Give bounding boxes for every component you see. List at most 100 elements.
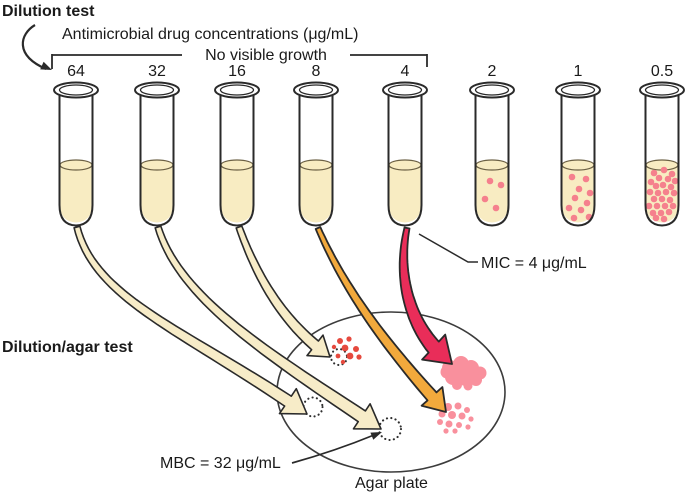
bacterial-growth-dot xyxy=(666,196,674,204)
bacterial-growth-dot xyxy=(649,209,657,217)
bacterial-growth-dot xyxy=(645,202,653,210)
liquid-surface xyxy=(220,159,254,171)
broth-liquid xyxy=(476,165,508,223)
tube-concentration-label: 16 xyxy=(228,63,246,80)
concentration-axis-label: Antimicrobial drug concentrations (μg/mL… xyxy=(62,26,358,43)
bacterial-growth-dot xyxy=(670,189,678,197)
colony-16 xyxy=(335,353,341,359)
colony-8 xyxy=(458,412,466,420)
bacterial-growth-dot xyxy=(668,170,676,178)
tube-body xyxy=(58,94,94,227)
bacterial-growth-dot xyxy=(659,181,667,189)
bacterial-growth-dot xyxy=(492,204,500,212)
tube-opening xyxy=(387,84,423,96)
agar-plate-label: Agar plate xyxy=(355,475,428,492)
bacterial-growth-dot xyxy=(570,214,578,222)
bacterial-growth-dot xyxy=(646,188,654,196)
confluent-growth-4 xyxy=(440,365,454,379)
colony-16 xyxy=(353,346,359,352)
tube-concentration-label: 8 xyxy=(312,63,321,80)
colony-16 xyxy=(337,338,343,344)
colony-8 xyxy=(445,420,453,428)
liquid-surface xyxy=(561,159,595,171)
tube-body xyxy=(644,94,680,227)
test-tube-8: 8 xyxy=(293,63,339,227)
liquid-surface xyxy=(59,159,93,171)
mic-label: MIC = 4 μg/mL xyxy=(481,255,587,272)
broth-liquid xyxy=(300,165,332,223)
bacterial-growth-dot xyxy=(654,189,662,197)
bacterial-growth-dot xyxy=(657,209,665,217)
bacterial-growth-dot xyxy=(583,199,591,207)
tube-opening xyxy=(560,84,596,96)
bacterial-growth-dot xyxy=(664,175,672,183)
colony-8 xyxy=(448,411,456,419)
test-tube-2: 2 xyxy=(469,63,515,227)
bacterial-growth-dot xyxy=(571,194,579,202)
liquid-surface xyxy=(475,159,509,171)
tube-concentration-label: 2 xyxy=(488,63,497,80)
colony-8 xyxy=(437,419,443,425)
tube-opening xyxy=(644,84,680,96)
tube-concentration-label: 0.5 xyxy=(651,63,673,80)
test-tube-0.5: 0.5 xyxy=(639,63,685,227)
broth-liquid xyxy=(221,165,253,223)
bacterial-growth-dot xyxy=(652,182,660,190)
mbc-label: MBC = 32 μg/mL xyxy=(160,455,281,472)
dilution-agar-test-label: Dilution/agar test xyxy=(2,339,133,356)
bacterial-growth-dot xyxy=(662,188,670,196)
bacterial-growth-dot xyxy=(575,185,583,193)
diagram-title: Dilution test xyxy=(2,3,95,20)
tube-concentration-label: 1 xyxy=(574,63,583,80)
colony-8 xyxy=(456,422,462,428)
tube-body xyxy=(219,94,255,227)
tube-opening xyxy=(474,84,510,96)
test-tube-64: 64 xyxy=(53,63,99,227)
bacterial-growth-dot xyxy=(568,173,576,181)
tube-opening xyxy=(58,84,94,96)
bacterial-growth-dot xyxy=(565,204,573,212)
broth-liquid xyxy=(141,165,173,223)
broth-liquid xyxy=(389,165,421,223)
colony-8 xyxy=(443,428,449,434)
colony-8 xyxy=(465,424,471,430)
mbc-callout: MBC = 32 μg/mL xyxy=(160,432,382,472)
liquid-surface xyxy=(299,159,333,171)
test-tube-4: 4 xyxy=(382,63,428,227)
tube-body xyxy=(139,94,175,227)
tube-body xyxy=(474,94,510,227)
transfer-arrow-32 xyxy=(154,225,382,430)
bacterial-growth-dot xyxy=(652,214,660,222)
colony-16 xyxy=(356,354,362,360)
bacterial-growth-dot xyxy=(497,181,505,189)
mic-leader-line xyxy=(418,233,478,263)
tube-concentration-label: 4 xyxy=(401,63,410,80)
bacterial-growth-dot xyxy=(582,175,590,183)
bacterial-growth-dot xyxy=(655,174,663,182)
tube-opening xyxy=(298,84,334,96)
bacterial-growth-dot xyxy=(665,208,673,216)
bacterial-growth-dot xyxy=(658,195,666,203)
colony-16 xyxy=(346,352,354,360)
transfer-arrows-group xyxy=(73,225,453,430)
bacterial-growth-dot xyxy=(660,215,668,223)
confluent-growth-4 xyxy=(453,362,471,380)
colony-8 xyxy=(452,428,458,434)
bacterial-growth-dot xyxy=(653,202,661,210)
transfer-arrow-16 xyxy=(235,225,331,358)
broth-liquid xyxy=(60,165,92,223)
bacterial-growth-dot xyxy=(481,195,489,203)
bacterial-growth-dot xyxy=(661,202,669,210)
bracket-label: No visible growth xyxy=(205,47,327,64)
tube-body xyxy=(560,94,596,227)
liquid-surface xyxy=(140,159,174,171)
bacterial-growth-dot xyxy=(660,166,668,174)
tube-body xyxy=(298,94,334,227)
confluent-growth-4 xyxy=(463,381,473,391)
no-growth-bracket: No visible growth xyxy=(51,47,428,69)
test-tube-32: 32 xyxy=(134,63,180,227)
bacterial-growth-dot xyxy=(650,169,658,177)
